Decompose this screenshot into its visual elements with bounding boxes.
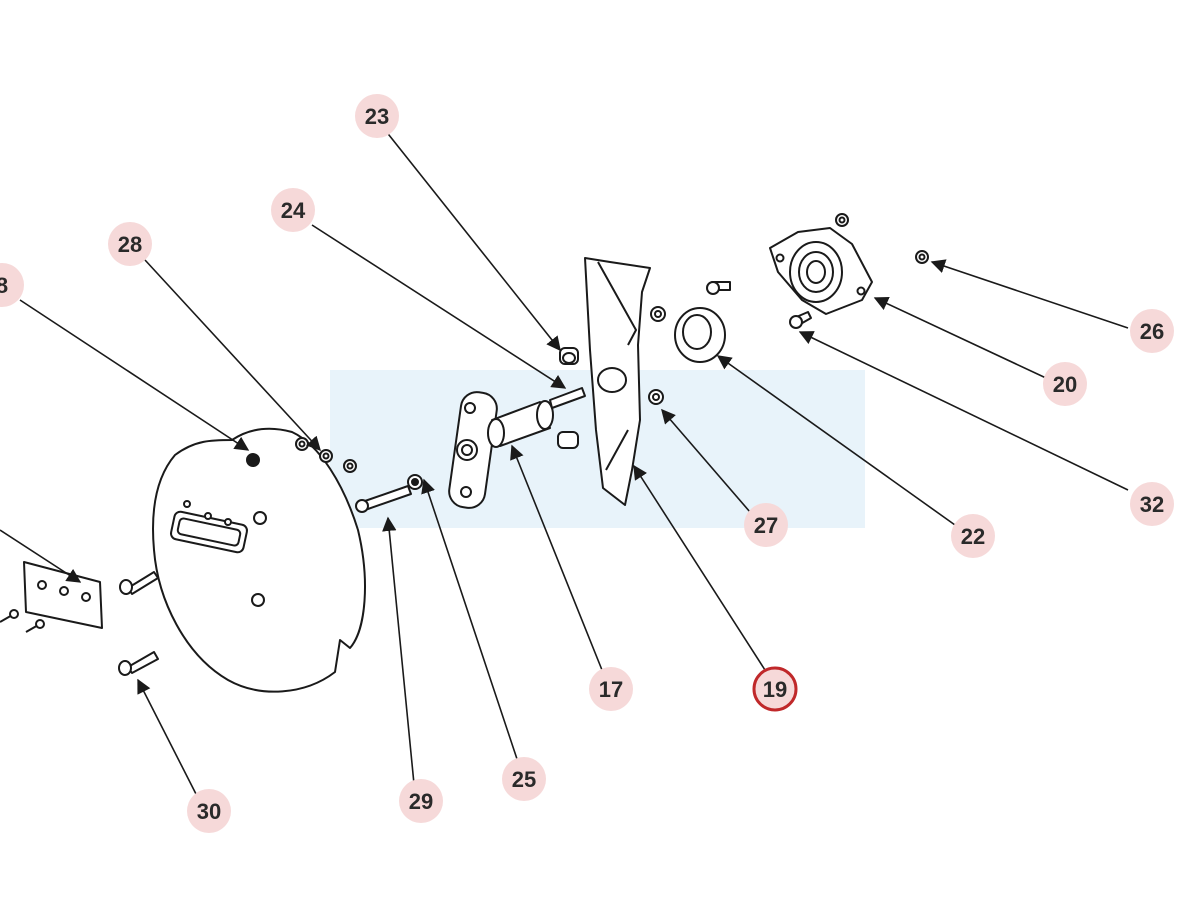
washer-26: [915, 250, 929, 264]
callout-group: 8 23 24 28 26 20 32 22: [0, 94, 1174, 833]
callout-circle: [589, 667, 633, 711]
callout-8: 8: [0, 263, 24, 307]
callout-circle: [1043, 362, 1087, 406]
callout-label-27: 27: [754, 513, 778, 538]
callout-19: 19: [752, 666, 798, 712]
bearing-housing-20: [769, 213, 873, 315]
hub-flange-17: [448, 387, 586, 509]
callout-label-8: 8: [0, 273, 8, 298]
leader-line-25: [421, 478, 519, 763]
bolt-upper-left: [119, 571, 159, 595]
bolt-32: [789, 311, 812, 329]
callout-circle: [187, 789, 231, 833]
callout-label-25: 25: [512, 767, 536, 792]
callout-label-24: 24: [281, 198, 306, 223]
callout-label-17: 17: [599, 677, 623, 702]
callout-29: 29: [399, 779, 443, 823]
callout-27: 27: [744, 503, 788, 547]
callout-25: 25: [502, 757, 546, 801]
callout-circle: [744, 503, 788, 547]
nut-27-upper: [650, 306, 666, 322]
spacer-23: [559, 347, 579, 365]
callout-circle: [1130, 482, 1174, 526]
leader-line-29: [382, 516, 415, 785]
small-bolt: [706, 281, 731, 295]
callout-17: 17: [589, 667, 633, 711]
callout-32: 32: [1130, 482, 1174, 526]
callout-label-29: 29: [409, 789, 433, 814]
leader-line-bracket: [0, 529, 82, 583]
nuts-28: [295, 437, 357, 473]
callout-circle: [355, 94, 399, 138]
callout-label-26: 26: [1140, 319, 1164, 344]
leader-line-23: [384, 129, 561, 352]
callout-circle: [271, 188, 315, 232]
leader-line-32: [798, 331, 1129, 491]
callout-label-19: 19: [763, 677, 787, 702]
leader-line-22: [716, 355, 956, 526]
callout-circle: [1130, 309, 1174, 353]
bolt-30: [118, 651, 159, 676]
leader-line-17: [510, 444, 603, 671]
callout-label-32: 32: [1140, 492, 1164, 517]
callout-label-20: 20: [1053, 372, 1077, 397]
leader-line-24: [311, 224, 567, 389]
callout-23: 23: [355, 94, 399, 138]
leader-line-19: [633, 464, 766, 671]
callout-circle: [0, 263, 24, 307]
callout-circle: [951, 514, 995, 558]
leader-line-26: [930, 259, 1129, 329]
leader-line-27: [661, 408, 751, 513]
spacer-lower: [557, 431, 579, 449]
leader-line-8: [19, 299, 250, 451]
leader-line-30: [137, 678, 197, 795]
nut-27: [648, 389, 664, 405]
callout-circle: [108, 222, 152, 266]
rear-disc-plate: [151, 427, 366, 693]
blade-19: [584, 257, 651, 506]
callout-label-28: 28: [118, 232, 142, 257]
pin-29: [355, 485, 412, 513]
washer-25: [407, 474, 423, 490]
callout-label-30: 30: [197, 799, 221, 824]
leader-line-20: [873, 296, 1047, 379]
callout-label-22: 22: [961, 524, 985, 549]
leader-line-28: [144, 259, 321, 452]
callout-circle: [502, 757, 546, 801]
callout-22: 22: [951, 514, 995, 558]
callout-label-23: 23: [365, 104, 389, 129]
bearing-22: [674, 307, 726, 363]
small-screws: [0, 609, 45, 633]
callout-30: 30: [187, 789, 231, 833]
callout-circle-highlighted: [752, 666, 798, 712]
callout-26: 26: [1130, 309, 1174, 353]
callout-28: 28: [108, 222, 152, 266]
callout-circle: [399, 779, 443, 823]
callout-24: 24: [271, 188, 315, 232]
callout-20: 20: [1043, 362, 1087, 406]
